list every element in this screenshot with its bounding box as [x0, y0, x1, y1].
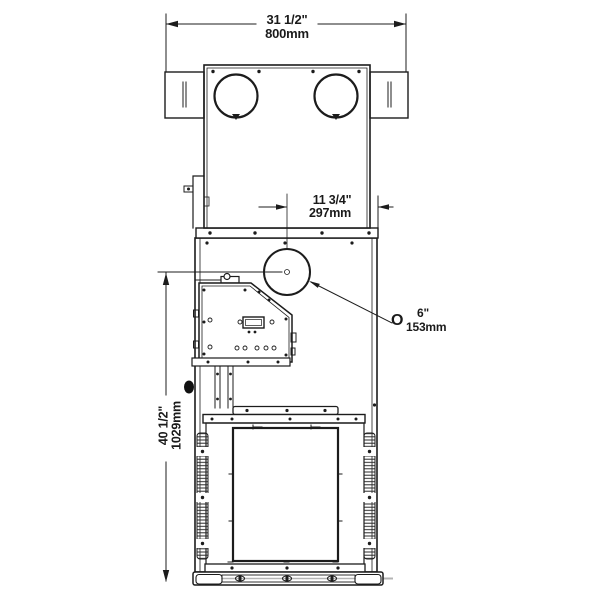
duct-flange-left: [164, 71, 205, 119]
height-dimension: [157, 271, 283, 582]
dim-arrow-down-icon: [162, 570, 170, 582]
base-bolts: [235, 575, 337, 582]
flue-diameter-leader: [309, 281, 393, 324]
panel-display: [242, 316, 265, 334]
overall-width-inches-label: 31 1/2": [266, 12, 308, 27]
screw-dots: [206, 360, 280, 364]
dim-arrow-icon: [276, 204, 287, 210]
screw-dots: [205, 241, 377, 407]
side-bracket: [183, 175, 210, 229]
overall-width-mm-label: 800mm: [265, 26, 309, 41]
window-tick-marks: [227, 424, 343, 563]
dim-arrow-left-icon: [166, 20, 178, 28]
panel-buttons: [207, 317, 277, 351]
duct-opening-circles: [213, 73, 359, 120]
screw-dots: [245, 408, 327, 413]
flue-offset-mm-label: 297mm: [308, 206, 352, 220]
door-knob: [184, 380, 194, 394]
screw-dots: [208, 231, 371, 235]
door-assembly: [196, 405, 376, 573]
hinge-dots: [200, 449, 372, 546]
flue-diameter-mm-label: 153mm: [406, 320, 447, 334]
door-window: [231, 426, 340, 563]
screw-dots: [210, 417, 358, 421]
width-dimension: [165, 13, 407, 72]
flue-diameter-inches-label: 6": [417, 306, 429, 320]
dim-arrow-right-icon: [394, 20, 406, 28]
flue-offset-inches-label: 11 3/4": [312, 193, 352, 207]
screw-dots: [230, 566, 340, 570]
panel-mount-bar: [191, 357, 291, 367]
flue-collar: [263, 193, 311, 296]
duct-flange-right: [369, 71, 409, 119]
dim-arrow-up-icon: [162, 273, 170, 285]
overall-height-label: 40 1/2" 1029mm: [157, 376, 185, 476]
flue-diameter-symbol: O: [391, 312, 404, 329]
overall-height-mm-label: 1029mm: [169, 401, 184, 450]
support-posts: [214, 365, 234, 409]
base-pedestal: [192, 571, 384, 586]
flue-offset-dimension: [258, 195, 394, 229]
screw-dots: [202, 288, 288, 357]
control-panel: [193, 272, 297, 363]
screw-dots: [211, 69, 361, 74]
dim-arrow-icon: [378, 204, 389, 210]
leader-arrow-icon: [309, 281, 320, 288]
